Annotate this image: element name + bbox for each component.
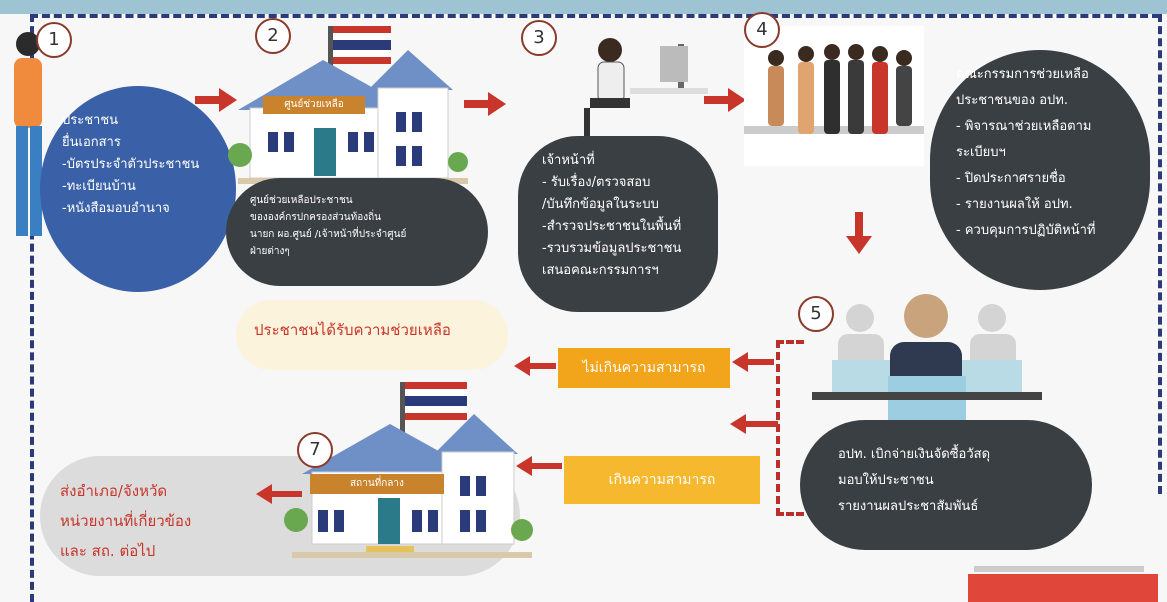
step2-line: ศูนย์ช่วยเหลือประชาชน [250,195,353,206]
fire-truck-icon [968,566,1158,602]
step5-text: อปท. เบิกจ่ายเงินจัดซื้อวัสดุ มอบให้ประช… [838,442,990,520]
branch-bracket [776,340,780,516]
step4-line: - ควบคุมการปฏิบัติหน้าที่ [956,223,1096,238]
arrow-right-icon [464,92,506,116]
within-capacity-label: ไม่เกินความสามารถ [558,348,730,388]
step7-number: 7 [297,432,333,468]
step3-line: -รวบรวมข้อมูลประชาชน [542,241,682,256]
step7-text: ส่งอำเภอ/จังหวัด หน่วยงานที่เกี่ยวข้อง แ… [60,476,191,566]
step2-text: ศูนย์ช่วยเหลือประชาชน ขององค์กรปกครองส่ว… [250,192,406,260]
step4-line: ประชาชนของ อปท. [956,93,1068,108]
committee-people-icon [744,44,924,134]
step4-line: - พิจารณาช่วยเหลือตาม [956,119,1092,134]
central-place-sign: สถานที่กลาง [310,474,444,494]
step7-line: ส่งอำเภอ/จังหวัด [60,482,168,500]
step1-line: -ทะเบียนบ้าน [62,179,136,194]
arrow-left-icon [730,414,778,434]
step3-line: เสนอคณะกรรมการฯ [542,263,659,278]
branch-bracket-bottom [776,512,804,516]
arrow-left-icon [256,484,302,504]
step5-line: อปท. เบิกจ่ายเงินจัดซื้อวัสดุ [838,447,991,462]
step1-line: ประชาชน [62,113,119,128]
branch-bracket-top [776,340,804,344]
step4-number: 4 [744,12,780,48]
arrow-left-icon [516,456,562,476]
step3-bubble [518,136,718,312]
outcome-text: ประชาชนได้รับความช่วยเหลือ [254,321,451,339]
step3-line: - รับเรื่อง/ตรวจสอบ [542,175,651,190]
step2-bubble [226,178,488,286]
step5-line: รายงานผลประชาสัมพันธ์ [838,499,979,514]
arrow-right-icon [195,88,237,112]
step2-line: ขององค์กรปกครองส่วนท้องถิ่น [250,212,382,223]
step1-line: -บัตรประจำตัวประชาชน [62,157,200,172]
step7-line: และ สถ. ต่อไป [60,542,156,560]
arrow-left-icon [732,352,774,372]
step1-line: -หนังสือมอบอำนาจ [62,201,170,216]
dashed-border-right [1158,14,1162,494]
outcome-bubble [236,300,508,370]
office-workers-icon [812,294,1042,422]
step4-line: คณะกรรมการช่วยเหลือ [956,67,1089,82]
step3-line: -สำรวจประชาชนในพื้นที่ [542,219,682,234]
officer-at-desk-icon [584,38,708,142]
step1-number: 1 [36,22,72,58]
step3-line: เจ้าหน้าที่ [542,153,595,168]
dashed-border-top [30,14,1160,18]
step2-number: 2 [255,18,291,54]
step2-line: นายก ผอ.ศูนย์ /เจ้าหน้าที่ประจำศูนย์ [250,229,407,240]
arrow-right-icon [704,88,746,112]
arrow-left-icon [514,356,556,376]
step3-number: 3 [521,20,557,56]
step5-bubble [800,420,1092,550]
step4-bubble [930,50,1150,290]
step4-text: คณะกรรมการช่วยเหลือ ประชาชนของ อปท. - พิ… [956,62,1096,244]
citizen-figure-icon [14,32,42,236]
step3-line: /บันทึกข้อมูลในระบบ [542,197,659,212]
beyond-capacity-label: เกินความสามารถ [564,456,760,504]
step1-bubble [40,86,236,292]
top-band [0,0,1167,14]
step1-line: ยื่นเอกสาร [62,135,121,150]
arrow-down-icon [846,212,872,254]
step4-line: - ปิดประกาศรายชื่อ [956,171,1066,186]
dashed-border-left [30,14,34,602]
step3-text: เจ้าหน้าที่ - รับเรื่อง/ตรวจสอบ /บันทึกข… [542,150,681,282]
step7-line: หน่วยงานที่เกี่ยวข้อง [60,512,192,530]
step4-line: - รายงานผลให้ อปท. [956,197,1073,212]
step5-line: มอบให้ประชาชน [838,473,934,488]
step5-number: 5 [798,296,834,332]
step1-text: ประชาชน ยื่นเอกสาร -บัตรประจำตัวประชาชน … [62,110,199,220]
step2-line: ฝ่ายต่างๆ [250,246,290,257]
step4-line: ระเบียบฯ [956,145,1006,160]
help-center-sign: ศูนย์ช่วยเหลือ [263,96,365,114]
